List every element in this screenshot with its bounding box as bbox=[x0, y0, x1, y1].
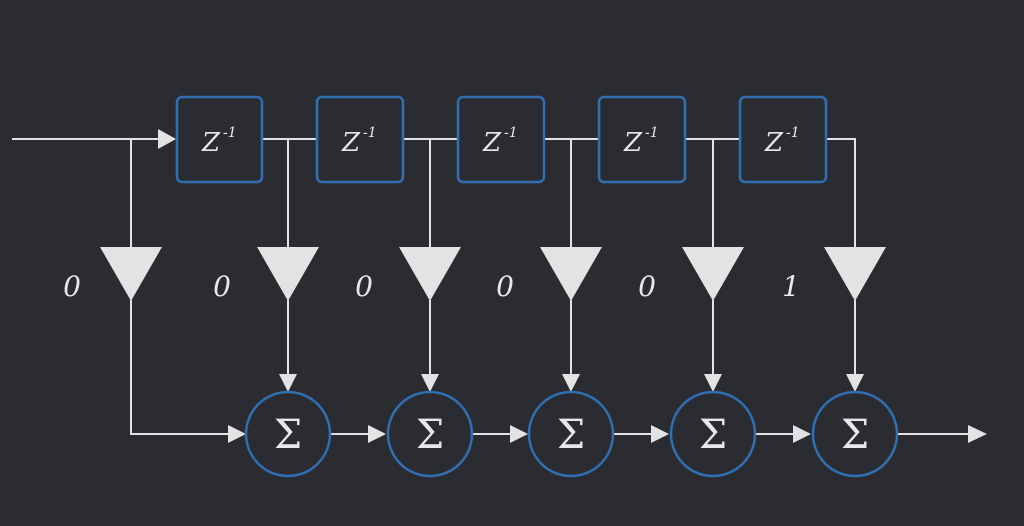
coefficient-label-1: 0 bbox=[213, 270, 231, 303]
delay-label-2: Z bbox=[341, 128, 361, 158]
sum-circle-1 bbox=[244, 390, 332, 478]
arrow-sum-top-4 bbox=[704, 374, 722, 392]
sum-symbol-1: Σ bbox=[274, 412, 302, 458]
delay-block-5: Z -1 bbox=[738, 95, 828, 184]
sum-node-4: Σ bbox=[669, 390, 757, 478]
arrow-sum-top-3 bbox=[562, 374, 580, 392]
gain-triangle-3 bbox=[540, 247, 602, 301]
arrow-output bbox=[968, 425, 987, 443]
gain-triangle-5 bbox=[824, 247, 886, 301]
arrow-sum-in-4 bbox=[651, 425, 669, 443]
delay-label-3: Z bbox=[482, 128, 502, 158]
delay-blocks: Z -1 Z -1 Z -1 Z -1 Z -1 bbox=[175, 95, 828, 184]
sum-symbol-2: Σ bbox=[416, 412, 444, 458]
arrow-sum-in-2 bbox=[368, 425, 386, 443]
coefficient-label-5: 1 bbox=[782, 270, 800, 303]
delay-exponent-2: -1 bbox=[363, 125, 377, 141]
gain-triangle-1 bbox=[257, 247, 319, 301]
delay-box-1 bbox=[175, 95, 264, 184]
gain-triangle-0 bbox=[100, 247, 162, 301]
coefficient-label-2: 0 bbox=[355, 270, 373, 303]
coefficient-label-0: 0 bbox=[63, 270, 81, 303]
delay-exponent-1: -1 bbox=[223, 125, 237, 141]
arrowheads bbox=[158, 129, 987, 443]
sum-node-3: Σ bbox=[527, 390, 615, 478]
arrow-sum-top-5 bbox=[846, 374, 864, 392]
sum-symbol-4: Σ bbox=[699, 412, 727, 458]
delay-output-line bbox=[826, 138, 856, 248]
sum-circle-2 bbox=[386, 390, 474, 478]
delay-exponent-3: -1 bbox=[504, 125, 518, 141]
arrow-sum-top-1 bbox=[279, 374, 297, 392]
delay-box-4 bbox=[597, 95, 687, 184]
delay-exponent-5: -1 bbox=[786, 125, 800, 141]
delay-block-3: Z -1 bbox=[456, 95, 546, 184]
delay-block-4: Z -1 bbox=[597, 95, 687, 184]
sum-circle-3 bbox=[527, 390, 615, 478]
delay-block-2: Z -1 bbox=[315, 95, 405, 184]
sum-node-2: Σ bbox=[386, 390, 474, 478]
coefficient-labels: 0 0 0 0 0 1 bbox=[63, 270, 800, 303]
arrow-sum-in-3 bbox=[510, 425, 528, 443]
delay-block-1: Z -1 bbox=[175, 95, 264, 184]
sum-circle-5 bbox=[811, 390, 899, 478]
gain-triangles bbox=[100, 247, 886, 301]
delay-label-1: Z bbox=[201, 128, 221, 158]
delay-box-5 bbox=[738, 95, 828, 184]
delay-exponent-4: -1 bbox=[645, 125, 659, 141]
arrow-sum-in-5 bbox=[793, 425, 811, 443]
sum-node-1: Σ bbox=[244, 390, 332, 478]
delay-box-2 bbox=[315, 95, 405, 184]
arrow-input bbox=[158, 129, 176, 149]
gain-triangle-4 bbox=[682, 247, 744, 301]
coefficient-label-3: 0 bbox=[496, 270, 514, 303]
delay-box-3 bbox=[456, 95, 546, 184]
gain-to-sum-0 bbox=[130, 300, 230, 435]
sum-nodes: Σ Σ Σ Σ Σ bbox=[244, 390, 899, 478]
coefficient-label-4: 0 bbox=[638, 270, 656, 303]
sum-symbol-5: Σ bbox=[841, 412, 869, 458]
wires bbox=[12, 138, 968, 435]
delay-label-5: Z bbox=[764, 128, 784, 158]
arrow-sum-top-2 bbox=[421, 374, 439, 392]
delay-label-4: Z bbox=[623, 128, 643, 158]
sum-symbol-3: Σ bbox=[557, 412, 585, 458]
sum-node-5: Σ bbox=[811, 390, 899, 478]
arrow-sum-in-1 bbox=[228, 425, 246, 443]
sum-circle-4 bbox=[669, 390, 757, 478]
gain-triangle-2 bbox=[399, 247, 461, 301]
